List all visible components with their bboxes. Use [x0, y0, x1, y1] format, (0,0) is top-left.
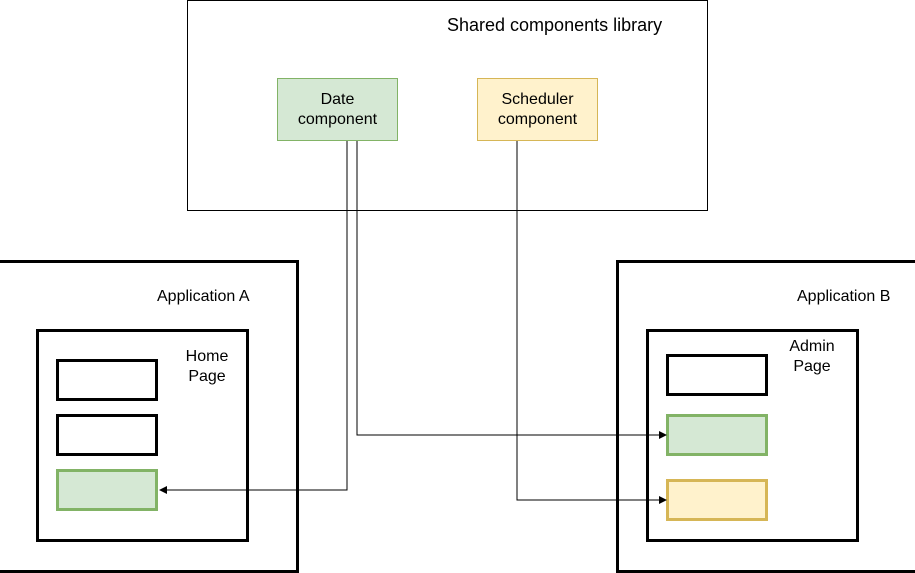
home-page-title-line2: Page — [188, 368, 226, 385]
admin-page-date-slot — [666, 414, 768, 456]
scheduler-component: Scheduler component — [477, 78, 598, 141]
admin-page-title-line2: Page — [793, 358, 831, 375]
date-to-home-page-arrow — [159, 141, 348, 494]
home-page-title-line1: Home — [185, 348, 229, 365]
home-page-slot-2 — [56, 414, 158, 456]
scheduler-component-label-line1: Scheduler — [501, 90, 574, 108]
admin-page-title-line1: Admin — [789, 338, 835, 355]
admin-page-title: Admin Page — [786, 337, 838, 377]
home-page-container — [36, 329, 249, 542]
admin-page-scheduler-slot — [666, 479, 768, 521]
date-component-label-line2: component — [297, 110, 378, 128]
shared-library-container — [187, 0, 708, 211]
application-a-title: Application A — [157, 288, 250, 305]
scheduler-component-label-line2: component — [497, 110, 578, 128]
home-page-slot-1 — [56, 359, 158, 401]
date-component-label-line1: Date — [320, 90, 355, 108]
home-page-date-slot — [56, 469, 158, 511]
shared-library-title: Shared components library — [447, 15, 663, 35]
date-to-admin-page-arrow — [356, 141, 667, 439]
date-component: Date component — [277, 78, 398, 141]
application-b-title: Application B — [797, 288, 891, 305]
home-page-title: Home Page — [183, 347, 231, 387]
admin-page-slot-1 — [666, 354, 768, 396]
scheduler-to-admin-page-arrow — [516, 141, 667, 504]
